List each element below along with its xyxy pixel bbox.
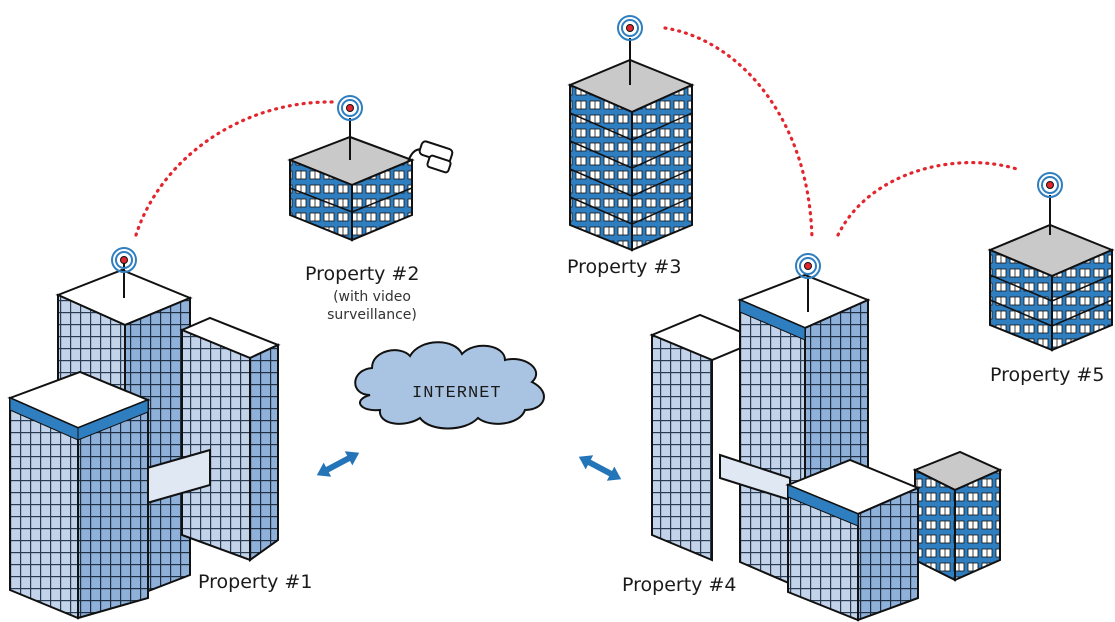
property-4-building xyxy=(649,273,1003,622)
camera-icon xyxy=(407,140,454,174)
wireless-link-p1-p2 xyxy=(134,100,337,237)
property-2-label: Property #2 xyxy=(305,263,420,285)
property-4-label: Property #4 xyxy=(622,574,737,596)
property-5-building xyxy=(987,223,1115,352)
wireless-link-p4-p5 xyxy=(836,160,1022,237)
wireless-links xyxy=(134,26,1022,242)
property-5-label: Property #5 xyxy=(990,364,1105,386)
property-3-building xyxy=(567,58,695,252)
antenna-icon xyxy=(337,95,363,160)
property-1-building xyxy=(7,268,281,620)
property-2-note-line-1: (with video xyxy=(333,289,411,305)
property-2-note-line-2: surveillance) xyxy=(327,307,417,323)
property-2-note: (with video surveillance) xyxy=(318,288,426,324)
property-2-building xyxy=(287,135,415,242)
antenna-icon xyxy=(111,247,137,298)
double-arrow-icon xyxy=(316,451,360,477)
double-arrow-icon xyxy=(578,455,622,481)
antenna-icon xyxy=(1037,172,1063,235)
internet-label: INTERNET xyxy=(412,384,502,403)
antenna-icon xyxy=(617,15,643,85)
cloud-icon xyxy=(354,341,545,430)
property-1-label: Property #1 xyxy=(198,571,313,593)
wireless-link-p3-p4 xyxy=(663,26,814,242)
antenna-icon xyxy=(795,253,821,312)
property-3-label: Property #3 xyxy=(567,256,682,278)
